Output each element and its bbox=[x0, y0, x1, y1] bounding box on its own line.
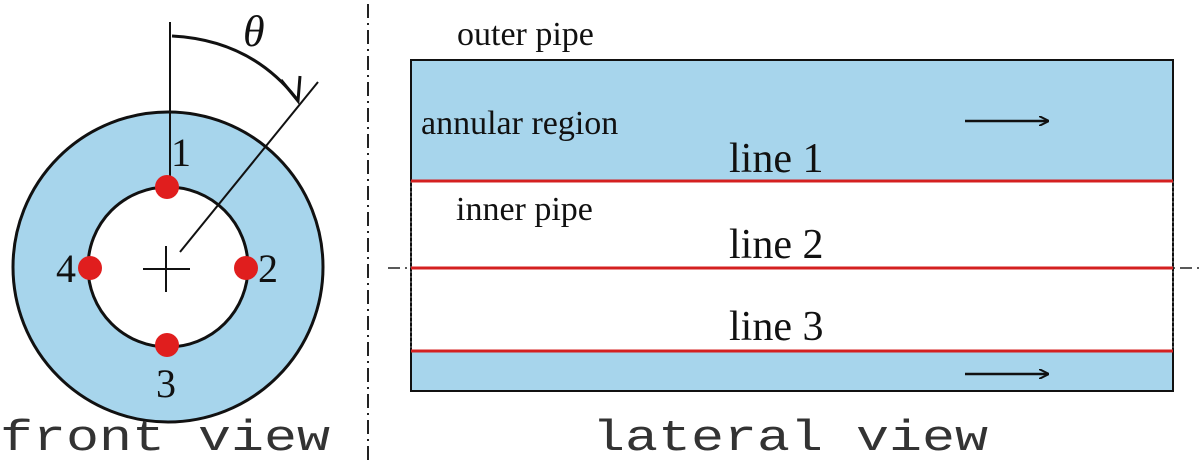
probe-label-4: 4 bbox=[56, 246, 76, 291]
inner-pipe-label: inner pipe bbox=[456, 191, 593, 228]
lateral-view: outer pipe annular region inner pipe lin… bbox=[388, 16, 1200, 464]
probe-marker-3 bbox=[155, 333, 179, 357]
inner-pipe-rect bbox=[412, 181, 1172, 351]
probe-label-2: 2 bbox=[258, 246, 278, 291]
probe-label-3: 3 bbox=[156, 361, 176, 406]
probe-marker-4 bbox=[78, 256, 102, 280]
probe-marker-1 bbox=[155, 175, 179, 199]
front-view: θ 1 2 3 4 front view bbox=[0, 7, 330, 464]
annular-region-label: annular region bbox=[421, 105, 618, 142]
curved-arrow-icon bbox=[171, 34, 298, 99]
outer-pipe-label: outer pipe bbox=[457, 16, 594, 53]
arrowhead-icon bbox=[279, 75, 302, 105]
line-label-2: line 2 bbox=[729, 222, 823, 268]
probe-marker-2 bbox=[234, 256, 258, 280]
plus-cross-icon bbox=[143, 246, 190, 292]
probe-label-1: 1 bbox=[171, 130, 191, 175]
radial-line bbox=[179, 81, 319, 253]
lateral-view-caption: lateral view bbox=[592, 414, 988, 464]
front-view-caption: front view bbox=[0, 414, 330, 464]
line-label-3: line 3 bbox=[729, 304, 823, 350]
inner-pipe-circle bbox=[86, 185, 250, 349]
angle-symbol: θ bbox=[243, 7, 265, 56]
line-label-1: line 1 bbox=[729, 136, 823, 182]
